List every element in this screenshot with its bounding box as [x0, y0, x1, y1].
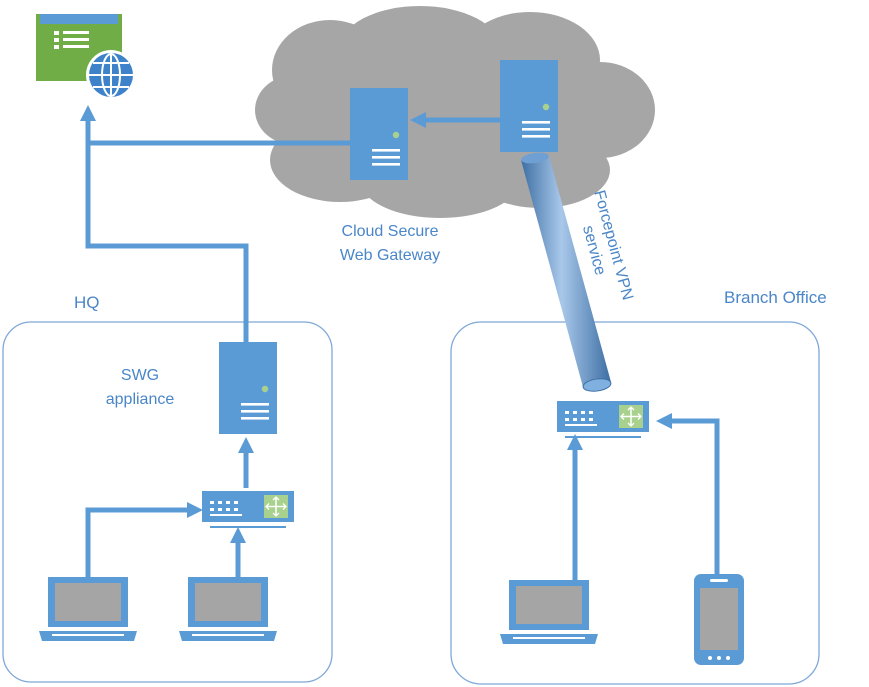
hq-group-box [2, 321, 333, 683]
branch-switch-icon [556, 400, 650, 439]
vpn-tunnel-icon [521, 152, 612, 392]
branch-office-label: Branch Office [724, 288, 827, 307]
cloud-swg-label-line1: Cloud Secure [342, 223, 439, 240]
swg-appliance-label-line2: appliance [106, 391, 175, 408]
cloud-vpn-server-icon [500, 60, 558, 152]
cloud-swg-label-line2: Web Gateway [340, 247, 440, 264]
phone-to-switch-line [655, 412, 720, 576]
smartphone-icon [694, 574, 744, 665]
branch-laptop-icon [499, 579, 599, 645]
swg-appliance-label-line1: SWG [121, 367, 159, 384]
cloud-swg-server-icon [350, 88, 408, 180]
connection-lines [79, 104, 720, 580]
hq-switch-icon [201, 490, 295, 529]
laptop1-to-switch-line [85, 501, 204, 578]
swg-appliance-server-icon [219, 342, 277, 434]
globe-icon [86, 50, 136, 100]
cloud-icon [255, 6, 655, 218]
branch-office-group-box [450, 321, 820, 685]
hq-to-internet-line [79, 104, 249, 342]
hq-label: HQ [74, 293, 100, 312]
hq-laptop-1-icon [38, 576, 138, 642]
hq-laptop-2-icon [178, 576, 278, 642]
